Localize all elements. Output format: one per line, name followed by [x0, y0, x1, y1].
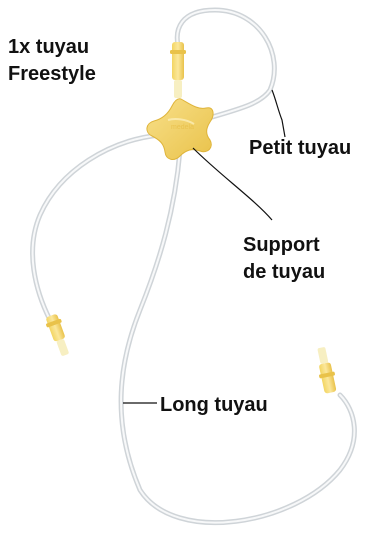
- leader-line-connector: [192, 147, 273, 221]
- connector-label: Support de tuyau: [243, 232, 325, 286]
- long-tube: [118, 147, 357, 526]
- short-tube-label: Petit tuyau: [249, 137, 352, 159]
- product-label-line-2: Freestyle: [8, 63, 96, 85]
- product-label-line-1: 1x tuyau: [8, 36, 90, 58]
- connector-label-line-2: de tuyau: [243, 261, 326, 283]
- leader-lines: [123, 89, 286, 404]
- leader-line-short-tube: [271, 89, 286, 138]
- tube-connector-hub: [146, 98, 214, 160]
- connector-logo: medela: [171, 124, 194, 131]
- long-tube-label: Long tuyau: [160, 394, 268, 416]
- left-tube-end-connector: [46, 314, 69, 356]
- short-tube-top-connector: [170, 42, 186, 98]
- short-tube: [174, 7, 277, 125]
- long-tube-end-connector: [317, 347, 337, 394]
- left-tube: [30, 132, 163, 323]
- connector-label-line-1: Support: [243, 234, 320, 256]
